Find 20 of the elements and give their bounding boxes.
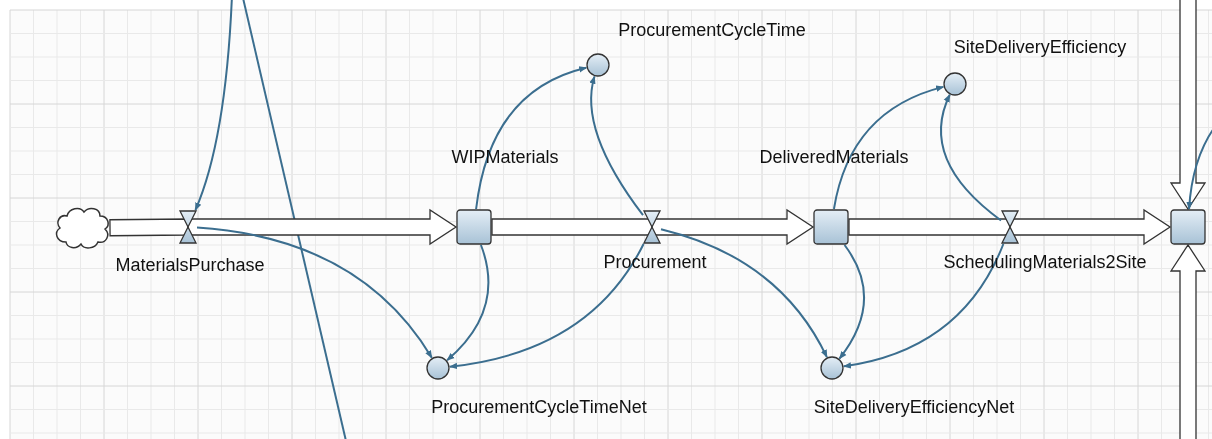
connector-arrow (475, 66, 588, 210)
connector-arrow (1186, 127, 1212, 210)
stock-box (1170, 209, 1206, 245)
variable-label: ProcurementCycleTime (618, 21, 806, 39)
connector-arrow (842, 243, 1005, 369)
variable-label: SiteDeliveryEfficiencyNet (813, 398, 1015, 416)
connector-arrow (660, 228, 828, 359)
cloud-source (54, 206, 110, 250)
flow-pipe-arrow (1169, 243, 1207, 439)
variable-label: MaterialsPurchase (115, 256, 265, 274)
connector-arrow (194, 0, 233, 211)
connector-arrow (838, 244, 865, 360)
connector-arrow (196, 226, 433, 359)
flow-pipe-arrow (1169, 0, 1207, 211)
connector-arrow (446, 244, 490, 362)
connector-arrow (940, 93, 1002, 222)
variable-label: SiteDeliveryEfficiency (953, 38, 1127, 56)
connector-arrow (448, 243, 645, 369)
variable-label: ProcurementCycleTimeNet (431, 398, 647, 416)
connector-arrow (589, 75, 644, 217)
